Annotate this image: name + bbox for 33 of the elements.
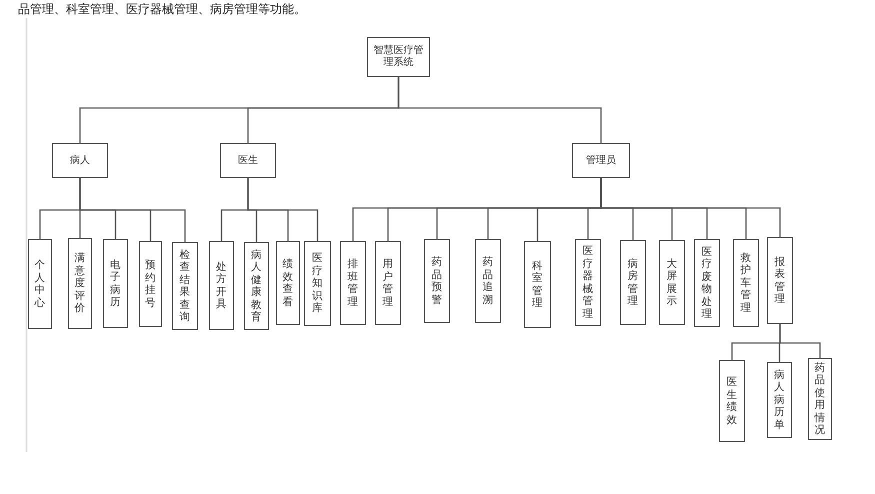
- module-box: 用户管理: [375, 241, 401, 325]
- module-box: 病人健康教育: [244, 242, 269, 330]
- module-box: 医生: [220, 143, 276, 178]
- module-box: 药品追溯: [475, 239, 501, 323]
- module-box: 医生绩效: [719, 360, 745, 442]
- connector-line: [779, 324, 821, 358]
- module-box: 绩效查看: [276, 241, 300, 325]
- module-box: 报表管理: [767, 237, 793, 324]
- module-box: 电子病历: [103, 239, 128, 328]
- module-box: 药品使用情况: [808, 358, 832, 440]
- connector-line: [247, 178, 318, 241]
- module-box: 大屏展示: [659, 240, 685, 325]
- module-box: 个人中心: [28, 239, 52, 329]
- root-box: 智慧医疗管理系统: [367, 37, 430, 77]
- module-box: 科室管理: [524, 241, 551, 328]
- module-box: 处方开具: [209, 241, 234, 330]
- module-box: 满意度评价: [68, 238, 92, 329]
- module-box: 救护车管理: [733, 239, 759, 327]
- module-box: 病人: [52, 143, 108, 178]
- module-box: 医疗知识库: [304, 241, 331, 326]
- module-box: 病人病历单: [767, 362, 792, 438]
- module-box: 排班管理: [340, 241, 366, 325]
- connector-line: [398, 77, 602, 143]
- connector-line: [600, 178, 781, 237]
- paragraph-text: 品管理、科室管理、医疗器械管理、病房管理等功能。: [18, 1, 306, 18]
- module-box: 医疗器械管理: [575, 239, 601, 326]
- module-box: 管理员: [572, 143, 630, 178]
- module-box: 检查结果查询: [172, 242, 198, 330]
- module-box: 医疗废物处理: [694, 239, 720, 327]
- module-box: 药品预警: [424, 239, 450, 323]
- module-box: 预约挂号: [139, 241, 162, 327]
- connector-line: [79, 178, 186, 242]
- module-box: 病房管理: [620, 240, 646, 325]
